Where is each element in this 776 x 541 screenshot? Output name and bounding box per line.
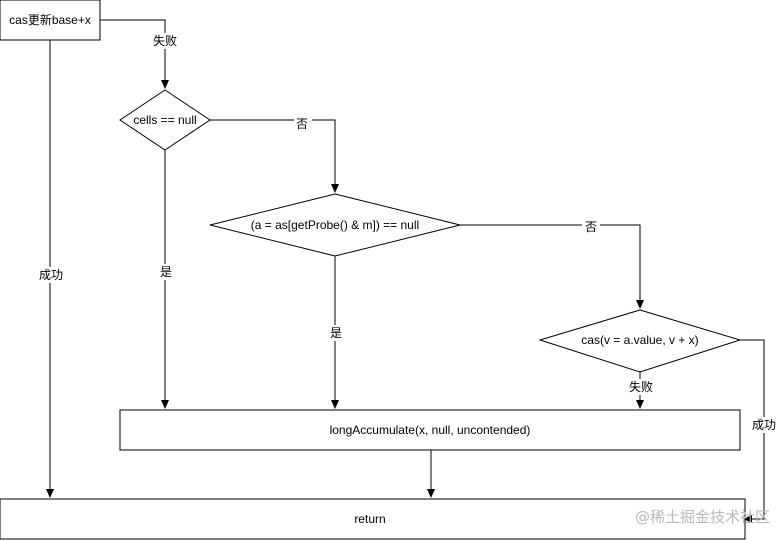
node-long-accumulate-label: longAccumulate(x, null, uncontended) xyxy=(330,423,531,437)
node-cells-null: cells == null xyxy=(119,89,211,151)
edge-label-cells-no: 否 xyxy=(296,117,308,131)
edge-label-probe-no: 否 xyxy=(585,220,597,234)
node-cas-cell: cas(v = a.value, v + x) xyxy=(538,309,742,373)
node-return-label: return xyxy=(354,512,385,526)
node-long-accumulate: longAccumulate(x, null, uncontended) xyxy=(119,409,741,451)
node-probe-null: (a = as[getProbe() & m]) == null xyxy=(209,193,461,257)
node-cas-cell-label: cas(v = a.value, v + x) xyxy=(581,333,698,347)
node-cas-base-label: cas更新base+x xyxy=(9,12,91,27)
edge-cells-to-probe xyxy=(210,119,339,193)
edge-base-to-cells xyxy=(100,19,169,89)
edge-label-cells-yes: 是 xyxy=(160,265,172,279)
edge-label-cas-success: 成功 xyxy=(752,418,776,432)
watermark-text: @稀土掘金技术社区 xyxy=(635,508,770,526)
edge-label-cas-fail: 失败 xyxy=(629,379,653,394)
edge-probe-to-cascell xyxy=(460,224,644,309)
edge-label-base-fail: 失败 xyxy=(153,33,177,48)
edge-label-probe-yes: 是 xyxy=(330,326,342,340)
node-cas-base: cas更新base+x xyxy=(0,0,101,41)
edge-label-base-success: 成功 xyxy=(39,268,63,282)
node-cells-null-label: cells == null xyxy=(133,113,196,127)
node-probe-null-label: (a = as[getProbe() & m]) == null xyxy=(251,218,419,232)
node-return: return xyxy=(0,498,746,540)
